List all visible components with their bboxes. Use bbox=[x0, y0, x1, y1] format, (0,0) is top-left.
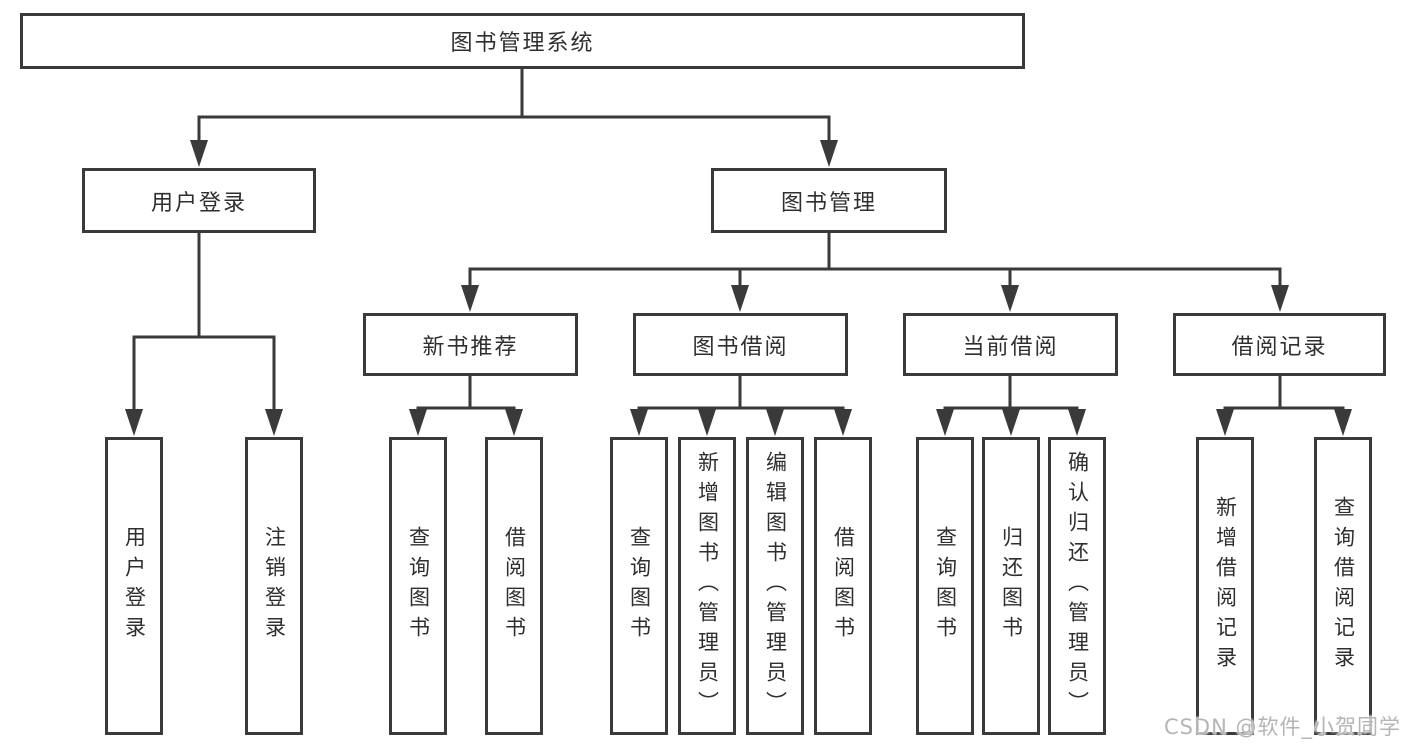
csdn-watermark: CSDN @软件_小贺同学 bbox=[1163, 715, 1401, 739]
leaf-borrow-books-recommend: 借阅图书 bbox=[485, 437, 543, 735]
node-book-borrow: 图书借阅 bbox=[633, 313, 848, 376]
node-book-management: 图书管理 bbox=[711, 168, 947, 233]
leaf-query-books-current: 查询图书 bbox=[916, 437, 974, 735]
connector-recommend-to-leaves bbox=[416, 374, 516, 416]
leaf-borrow-books: 借阅图书 bbox=[814, 437, 872, 735]
connector-root-to-level1 bbox=[197, 68, 831, 147]
connector-login-to-leaves bbox=[132, 231, 276, 414]
leaf-query-borrow-record: 查询借阅记录 bbox=[1314, 437, 1372, 735]
leaf-edit-book-admin: 编辑图书（管理员） bbox=[746, 437, 804, 735]
connector-records-to-leaves bbox=[1223, 374, 1345, 416]
connector-borrow-to-leaves bbox=[637, 374, 845, 416]
node-current-borrow: 当前借阅 bbox=[903, 313, 1118, 376]
arrowheads bbox=[125, 140, 1352, 436]
leaf-user-login: 用户登录 bbox=[105, 437, 163, 735]
leaf-add-book-admin: 新增图书（管理员） bbox=[678, 437, 736, 735]
leaf-logout: 注销登录 bbox=[245, 437, 303, 735]
leaf-confirm-return-admin: 确认归还（管理员） bbox=[1048, 437, 1106, 735]
leaf-return-book: 归还图书 bbox=[982, 437, 1040, 735]
node-library-management-system: 图书管理系统 bbox=[20, 13, 1025, 69]
connector-mgmt-to-level2 bbox=[468, 231, 1282, 290]
leaf-query-books-recommend: 查询图书 bbox=[389, 437, 447, 735]
connector-current-to-leaves bbox=[943, 374, 1079, 416]
node-user-login: 用户登录 bbox=[82, 168, 316, 233]
node-borrow-records: 借阅记录 bbox=[1173, 313, 1386, 376]
leaf-query-books-borrow: 查询图书 bbox=[610, 437, 668, 735]
node-new-book-recommend: 新书推荐 bbox=[363, 313, 578, 376]
leaf-add-borrow-record: 新增借阅记录 bbox=[1196, 437, 1254, 735]
